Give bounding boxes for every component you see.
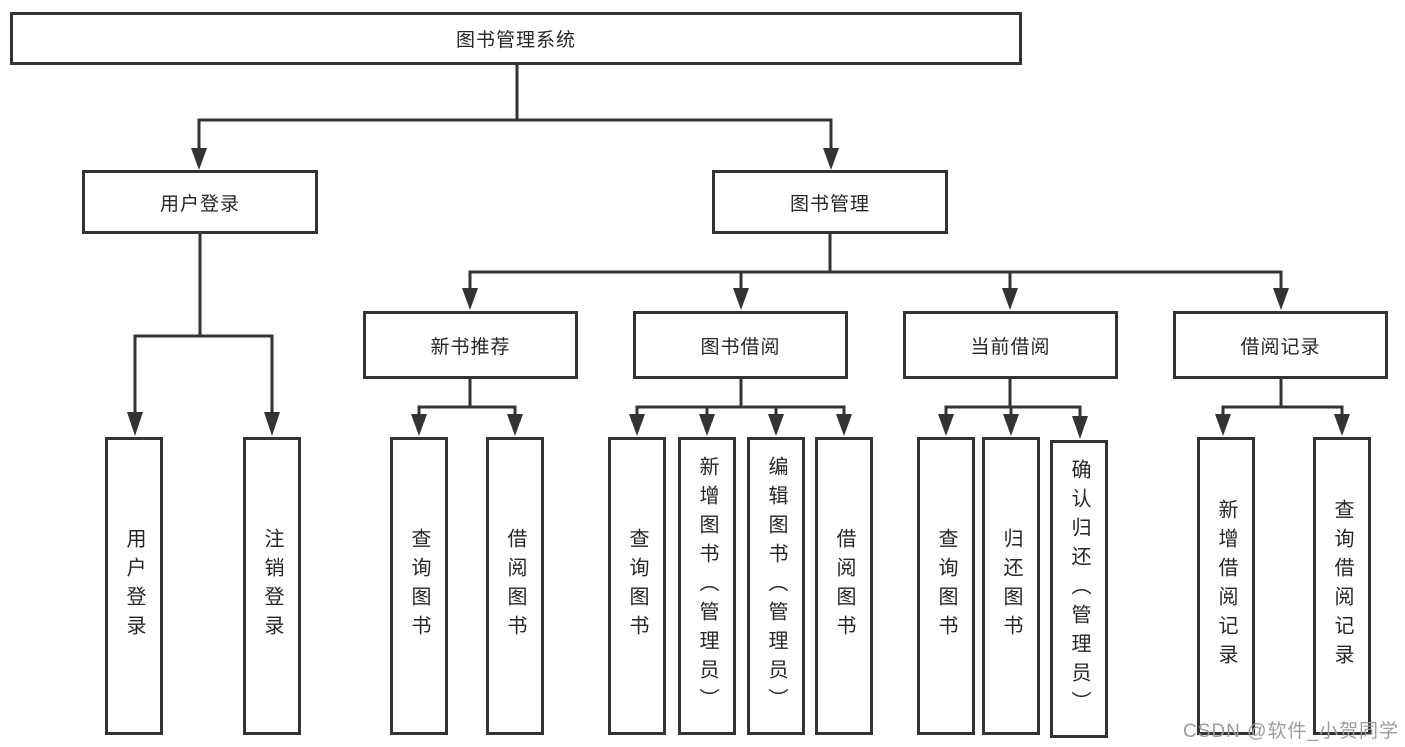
leaf-current-query-books: 查询图书 [917, 437, 975, 735]
leaf-records-query-record: 查询借阅记录 [1313, 437, 1371, 735]
leaf-logout: 注销登录 [243, 437, 301, 735]
node-book-borrowing: 图书借阅 [633, 311, 848, 379]
leaf-borrowing-add-books: 新增图书（管理员） [678, 437, 736, 735]
node-user-login: 用户登录 [82, 170, 318, 234]
leaf-newbooks-borrow-books: 借阅图书 [486, 437, 544, 735]
connector-borrowing-to-leaves [629, 379, 852, 436]
leaf-records-add-record: 新增借阅记录 [1197, 437, 1255, 735]
connector-records-to-leaves [1215, 379, 1350, 436]
csdn-watermark: CSDN @软件_小贺同学 [1183, 721, 1399, 742]
connector-userlogin-to-leaves [127, 234, 280, 436]
node-new-books: 新书推荐 [363, 311, 578, 379]
node-book-management: 图书管理 [712, 170, 948, 234]
leaf-borrowing-query-books: 查询图书 [608, 437, 666, 735]
connector-bookmgmt-to-level3 [462, 234, 1289, 310]
connector-current-to-leaves [938, 379, 1088, 439]
leaf-borrowing-borrow-books: 借阅图书 [815, 437, 873, 735]
leaf-borrowing-edit-books: 编辑图书（管理员） [747, 437, 805, 735]
leaf-newbooks-query-books: 查询图书 [390, 437, 448, 735]
leaf-current-return-books: 归还图书 [982, 437, 1040, 735]
node-current-borrowing: 当前借阅 [903, 311, 1118, 379]
connector-root-to-level2 [191, 65, 839, 170]
node-root-system: 图书管理系统 [10, 12, 1022, 65]
connector-newbooks-to-leaves [411, 379, 523, 436]
leaf-current-confirm-return: 确认归还（管理员） [1050, 440, 1108, 738]
leaf-user-login: 用户登录 [105, 437, 163, 735]
node-borrow-records: 借阅记录 [1173, 311, 1388, 379]
